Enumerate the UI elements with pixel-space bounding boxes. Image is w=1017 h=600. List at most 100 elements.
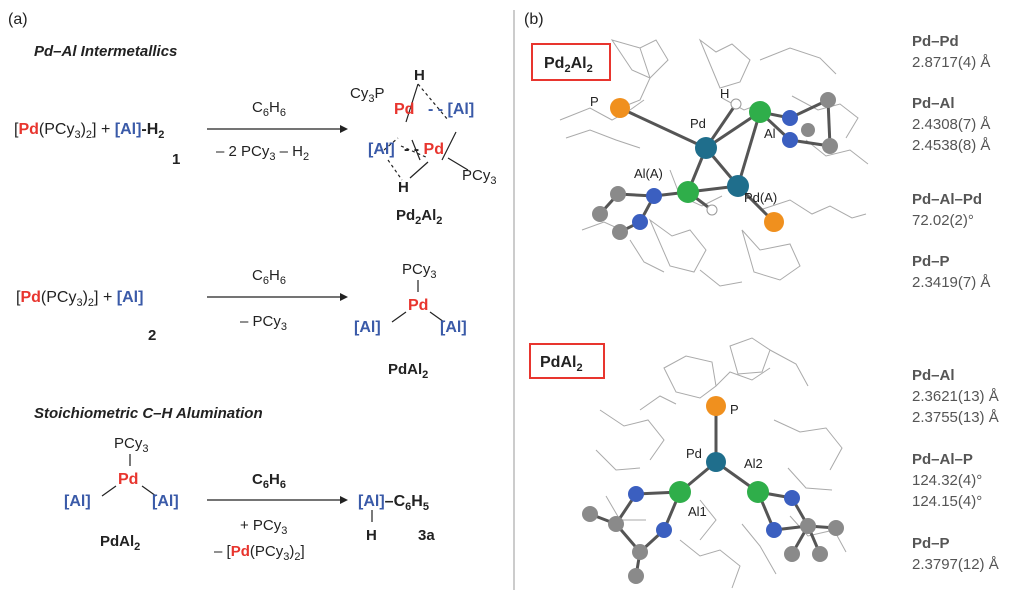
metric-label: Pd–Al: [912, 367, 955, 384]
pd2al2-pd-top: Pd: [394, 101, 414, 118]
metric-value: 124.15(4)°: [912, 493, 982, 510]
struct2-label-al1: Al1: [688, 504, 707, 519]
atom-n: [628, 486, 644, 502]
metric-label: Pd–P: [912, 535, 950, 552]
struct1-label-p: P: [590, 94, 599, 109]
atom-c: [628, 568, 644, 584]
atom-h: [730, 98, 742, 110]
pd2al2-pcy3: PCy3: [462, 167, 496, 187]
atom-c: [822, 138, 838, 154]
atom-pd: [727, 175, 749, 197]
pdal2-al-right: [Al]: [440, 319, 467, 336]
pdal2-product-structure: PCy3 Pd [Al] [Al]: [354, 261, 467, 336]
atom-c: [612, 224, 628, 240]
metric-label: Pd–P: [912, 253, 950, 270]
rxn3-reactant-label: PdAl2: [100, 533, 140, 553]
rxn3-product-formula: [Al]–C6H5: [358, 493, 429, 513]
rxn3-product-structure: [Al]–C6H5 H: [358, 493, 429, 544]
pdal2-title-box: [529, 343, 605, 379]
pdal2-metrics: Pd–Al 2.3621(13) Å 2.3755(13) Å Pd–Al–P 124.…: [912, 367, 999, 573]
rxn1-reactants: [Pd(PCy3)2] + [Al]-H2: [14, 121, 164, 141]
pdal2-al-left: [Al]: [354, 319, 381, 336]
pdal2-crystal-structure: P Pd Al2 Al1: [582, 337, 847, 589]
rxn3-arrowhead: [340, 496, 348, 504]
rxn3-byproduct: – [Pd(PCy3)2]: [214, 543, 305, 563]
atom-c: [820, 92, 836, 108]
atom-al: [747, 481, 769, 503]
rxn3-reactant-structure: PCy3 Pd [Al] [Al]: [64, 435, 179, 510]
atom-n: [646, 188, 662, 204]
panel-a-label: (a): [8, 11, 28, 28]
atom-n: [782, 110, 798, 126]
atom-al: [677, 181, 699, 203]
atom-pd: [706, 452, 726, 472]
rxn3-product-label: 3a: [418, 527, 435, 544]
atom-h: [706, 204, 718, 216]
rxn2-arrowhead: [340, 293, 348, 301]
pdal2-atoms: [582, 396, 844, 584]
atom-al: [749, 101, 771, 123]
pd2al2-atoms: [592, 92, 838, 240]
pd2al2-h-bottom: H: [398, 179, 409, 196]
metric-value: 2.3621(13) Å: [912, 388, 999, 405]
pd2al2-cy3p: Cy3P: [350, 85, 384, 105]
rxn2-solvent: C6H6: [252, 267, 286, 287]
atom-p: [610, 98, 630, 118]
struct2-label-p: P: [730, 402, 739, 417]
struct1-label-al: Al: [764, 126, 776, 141]
atom-pd: [695, 137, 717, 159]
atom-al: [669, 481, 691, 503]
pdal2-pd: Pd: [408, 297, 428, 314]
atom-c: [592, 206, 608, 222]
metric-label: Pd–Al–P: [912, 451, 973, 468]
atom-c: [828, 520, 844, 536]
struct1-label-ala: Al(A): [634, 166, 663, 181]
atom-c: [610, 186, 626, 202]
rxn1-reagent-label: 1: [172, 151, 180, 168]
struct1-label-pd: Pd: [690, 116, 706, 131]
struct2-label-pd: Pd: [686, 446, 702, 461]
atom-c: [800, 518, 816, 534]
metric-value: 2.3755(13) Å: [912, 409, 999, 426]
pd2al2-label: Pd2Al2: [396, 207, 442, 227]
rxn2-reagent-label: 2: [148, 327, 156, 344]
pdal2-ligand-wireframe: [595, 337, 847, 589]
section-heading-intermetallics: Pd–Al Intermetallics: [34, 43, 177, 60]
metric-label: Pd–Al: [912, 95, 955, 112]
metric-value: 2.3419(7) Å: [912, 274, 990, 291]
section-heading-alumination: Stoichiometric C–H Alumination: [34, 405, 263, 422]
pd2al2-pd-bottom: - - Pd: [404, 141, 444, 158]
panel-b-label: (b): [524, 11, 544, 28]
rxn3-solvent: C6H6: [252, 471, 286, 491]
atom-c: [784, 546, 800, 562]
rxn1-byproducts: – 2 PCy3 – H2: [216, 143, 309, 163]
atom-n: [766, 522, 782, 538]
rxn2-reactants: [Pd(PCy3)2] + [Al]: [16, 289, 143, 309]
rxn3-al-right: [Al]: [152, 493, 179, 510]
metric-value: 2.4308(7) Å: [912, 116, 990, 133]
pd2al2-title-box: [531, 43, 611, 81]
rxn1-solvent: C6H6: [252, 99, 286, 119]
metric-value: 124.32(4)°: [912, 472, 982, 489]
rxn3-pcy3: PCy3: [114, 435, 148, 455]
rxn2-byproduct: – PCy3: [240, 313, 287, 333]
atom-c: [608, 516, 624, 532]
reaction-3: PCy3 Pd [Al] [Al] PdAl2 C6H6 + PCy3 – [P…: [64, 435, 435, 563]
struct1-label-pda: Pd(A): [744, 190, 777, 205]
metric-value: 2.4538(8) Å: [912, 137, 990, 154]
metric-value: 72.02(2)°: [912, 212, 974, 229]
struct1-label-h: H: [720, 86, 729, 101]
rxn3-product-h: H: [366, 527, 377, 544]
atom-n: [782, 132, 798, 148]
metric-value: 2.3797(12) Å: [912, 556, 999, 573]
pd2al2-al-left: [Al]: [368, 141, 395, 158]
pd2al2-title: Pd2Al2: [544, 55, 593, 75]
pd2al2-product-structure: H Cy3P Pd - - [Al] [Al] - - Pd PCy3 H: [350, 67, 496, 196]
pdal2-label: PdAl2: [388, 361, 428, 381]
atom-c: [582, 506, 598, 522]
rxn3-added-pcy3: + PCy3: [240, 517, 287, 537]
pdal2-pcy3: PCy3: [402, 261, 436, 281]
pd2al2-h-top: H: [414, 67, 425, 84]
pdal2-title: PdAl2: [540, 354, 583, 374]
